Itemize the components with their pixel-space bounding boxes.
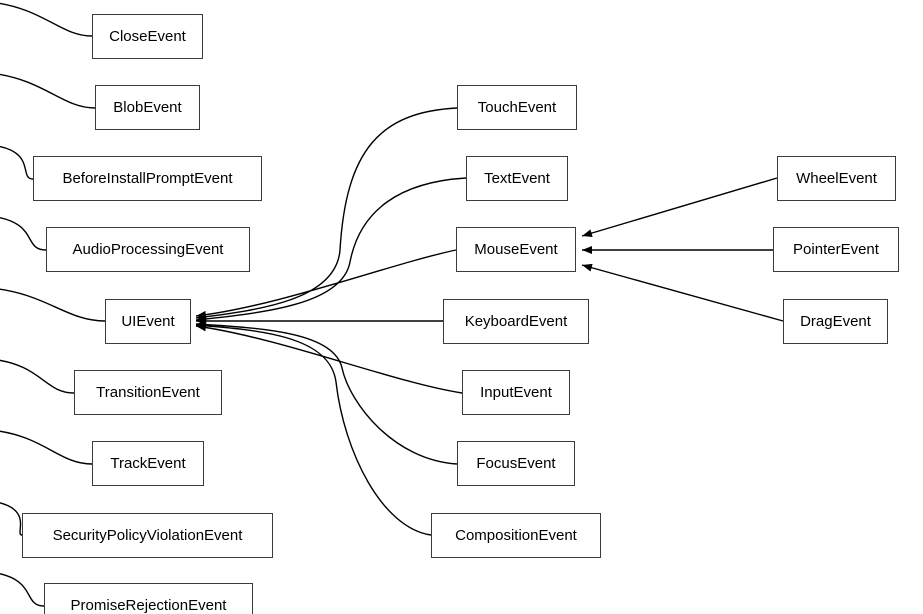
node-uievent[interactable]: UIEvent: [105, 299, 191, 344]
node-label: UIEvent: [121, 313, 175, 330]
node-wheelevent[interactable]: WheelEvent: [777, 156, 896, 201]
edge-closeevent-to-offscreen-left: [0, 2, 93, 37]
node-blobevent[interactable]: BlobEvent: [95, 85, 200, 130]
node-label: BlobEvent: [113, 99, 182, 116]
node-audioprocessingevent[interactable]: AudioProcessingEvent: [46, 227, 250, 272]
node-focusevent[interactable]: FocusEvent: [457, 441, 575, 486]
node-label: PointerEvent: [793, 241, 879, 258]
node-trackevent[interactable]: TrackEvent: [92, 441, 204, 486]
edge-compositionevent-to-uievent: [195, 321, 432, 536]
edge-touchevent-to-uievent: [195, 107, 458, 321]
node-label: DragEvent: [800, 313, 871, 330]
node-mouseevent[interactable]: MouseEvent: [456, 227, 576, 272]
edge-focusevent-to-uievent: [195, 320, 458, 465]
node-transitionevent[interactable]: TransitionEvent: [74, 370, 222, 415]
node-touchevent[interactable]: TouchEvent: [457, 85, 577, 130]
edge-securitypolicyviolationevent-to-offscreen-left: [0, 502, 23, 536]
edge-audioprocessingevent-to-offscreen-left: [0, 217, 47, 251]
edge-wheelevent-to-mouseevent: [581, 177, 778, 237]
node-label: PromiseRejectionEvent: [70, 597, 227, 614]
node-pointerevent[interactable]: PointerEvent: [773, 227, 899, 272]
edge-textevent-to-uievent: [195, 177, 467, 323]
edge-inputevent-to-uievent: [195, 323, 463, 394]
node-label: InputEvent: [480, 384, 552, 401]
node-keyboardevent[interactable]: KeyboardEvent: [443, 299, 589, 344]
edge-beforeinstallpromptevent-to-offscreen-left: [0, 146, 34, 180]
node-label: FocusEvent: [476, 455, 556, 472]
node-label: TextEvent: [484, 170, 550, 187]
node-dragevent[interactable]: DragEvent: [783, 299, 888, 344]
node-label: MouseEvent: [474, 241, 558, 258]
node-textevent[interactable]: TextEvent: [466, 156, 568, 201]
node-label: AudioProcessingEvent: [72, 241, 224, 258]
node-promiserejectionevent[interactable]: PromiseRejectionEvent: [44, 583, 253, 614]
edge-trackevent-to-offscreen-left: [0, 430, 93, 465]
node-securitypolicyviolationevent[interactable]: SecurityPolicyViolationEvent: [22, 513, 273, 558]
node-compositionevent[interactable]: CompositionEvent: [431, 513, 601, 558]
node-label: TransitionEvent: [96, 384, 200, 401]
edge-uievent-to-offscreen-left: [0, 288, 106, 322]
node-label: CompositionEvent: [455, 527, 577, 544]
node-beforeinstallpromptevent[interactable]: BeforeInstallPromptEvent: [33, 156, 262, 201]
node-label: BeforeInstallPromptEvent: [62, 170, 233, 187]
node-label: WheelEvent: [796, 170, 877, 187]
edge-blobevent-to-offscreen-left: [0, 73, 96, 109]
edge-dragevent-to-mouseevent: [581, 263, 784, 322]
node-label: SecurityPolicyViolationEvent: [52, 527, 243, 544]
edge-mouseevent-to-uievent: [195, 249, 457, 319]
node-label: TrackEvent: [110, 455, 186, 472]
node-inputevent[interactable]: InputEvent: [462, 370, 570, 415]
node-label: CloseEvent: [109, 28, 186, 45]
node-label: TouchEvent: [477, 99, 557, 116]
edge-promiserejectionevent-to-offscreen-left: [0, 573, 45, 607]
node-label: KeyboardEvent: [464, 313, 568, 330]
node-closeevent[interactable]: CloseEvent: [92, 14, 203, 59]
edge-transitionevent-to-offscreen-left: [0, 359, 75, 394]
